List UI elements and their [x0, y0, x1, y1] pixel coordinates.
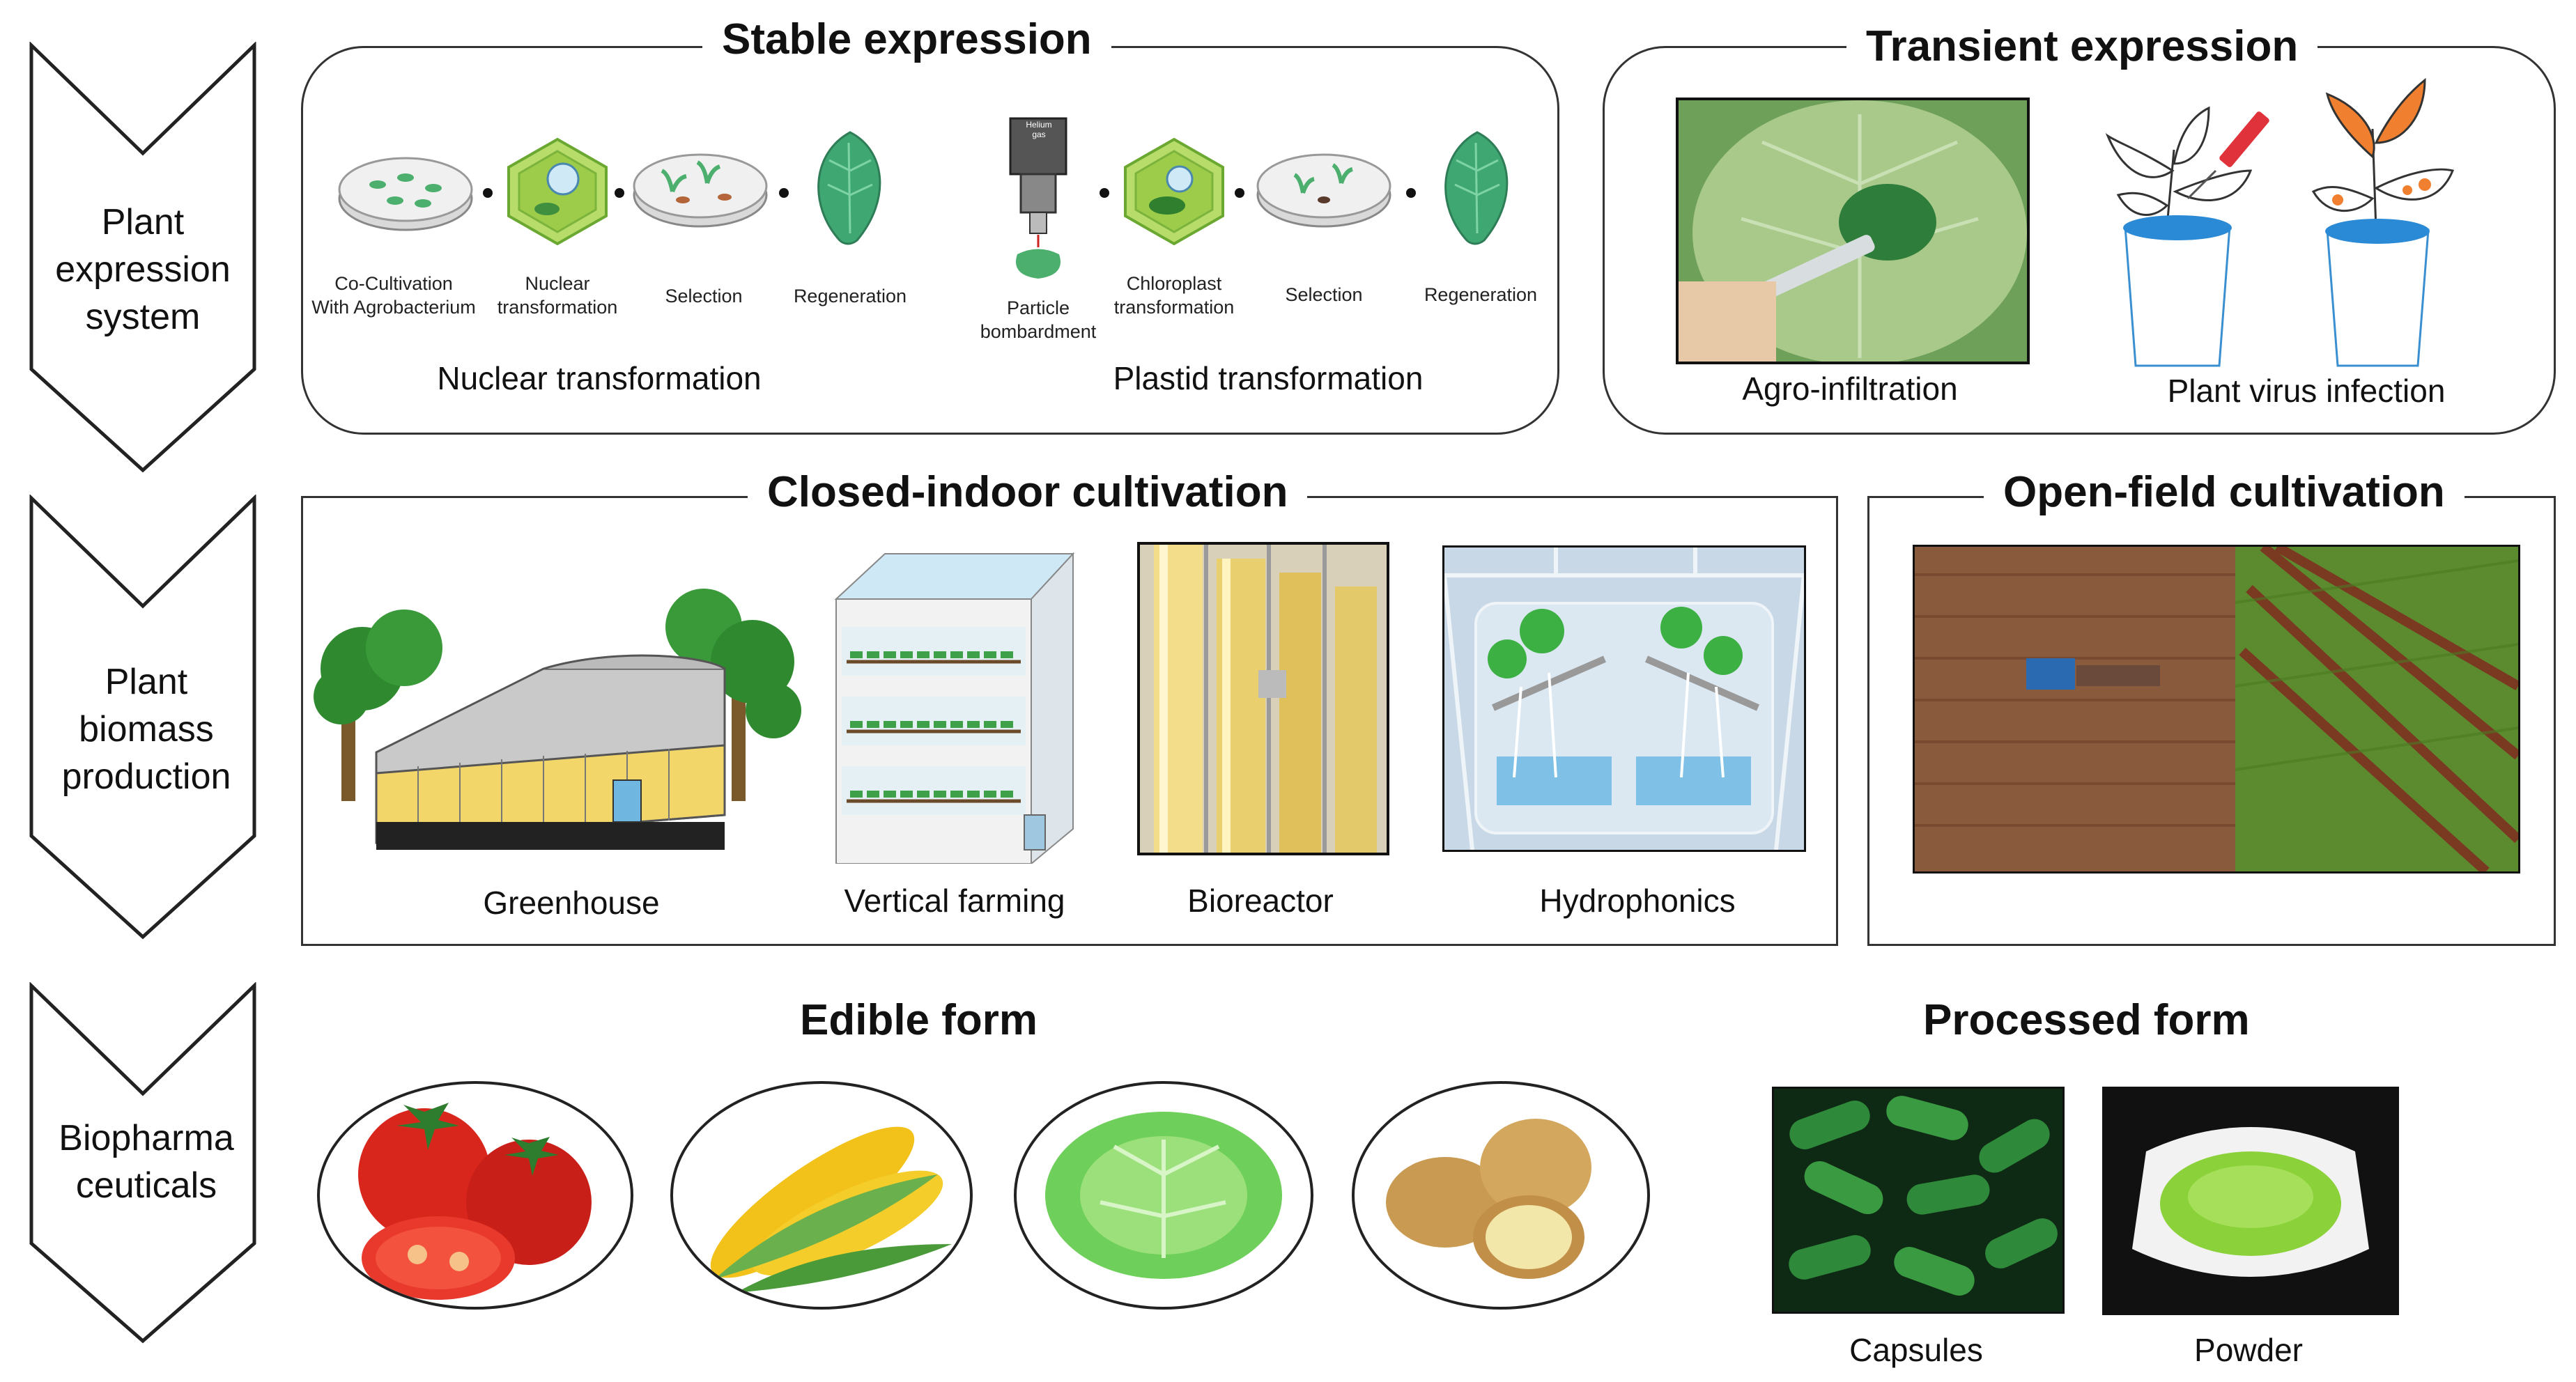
corn-image — [670, 1081, 973, 1310]
regeneration-leaf-icon — [1435, 129, 1519, 247]
agro-infiltration-label: Agro-infiltration — [1742, 371, 1958, 407]
step-dot — [1235, 188, 1244, 198]
powder-photo — [2102, 1087, 2399, 1315]
step-dot — [1100, 188, 1109, 198]
step-dot — [779, 188, 789, 198]
gene-gun-label: Helium gas — [1026, 120, 1052, 139]
petri-dish-icon — [336, 146, 475, 237]
step-dot — [615, 188, 624, 198]
plant-cell-icon — [502, 136, 613, 247]
greenhouse-label: Greenhouse — [483, 885, 660, 921]
step-caption: Regeneration — [793, 286, 907, 306]
tomato-image — [317, 1081, 633, 1310]
stage-arrow-biomass — [28, 495, 265, 940]
capsules-label: Capsules — [1849, 1332, 1983, 1368]
capsules-photo — [1772, 1087, 2065, 1314]
greenhouse-illustration — [314, 571, 801, 850]
regeneration-leaf-icon — [808, 129, 892, 247]
hydroponics-illustration — [1442, 545, 1806, 852]
selection-dish-icon — [631, 143, 770, 233]
powder-label: Powder — [2194, 1332, 2303, 1368]
hydrophonics-label: Hydrophonics — [1539, 883, 1736, 919]
open-field-title: Open-field cultivation — [1984, 468, 2465, 517]
edible-form-title: Edible form — [800, 996, 1038, 1044]
transient-expression-title: Transient expression — [1846, 22, 2318, 71]
nuclear-transformation-label: Nuclear transformation — [437, 360, 762, 396]
virus-infection-illustration — [2097, 66, 2488, 373]
processed-form-title: Processed form — [1923, 996, 2250, 1044]
step-dot — [1406, 188, 1416, 198]
step-caption: Selection — [665, 286, 743, 306]
potato-image — [1352, 1081, 1650, 1310]
bioreactor-label: Bioreactor — [1187, 883, 1334, 919]
stable-expression-title: Stable expression — [702, 15, 1111, 64]
vertical-farm-illustration — [829, 550, 1080, 864]
step-caption: Selection — [1285, 284, 1363, 305]
step-caption: Regeneration — [1424, 284, 1538, 305]
stage-arrow-biopharma — [28, 982, 265, 1344]
agro-infiltration-photo — [1676, 98, 2030, 364]
chloroplast-cell-icon — [1118, 136, 1230, 247]
plant-virus-infection-label: Plant virus infection — [2167, 373, 2446, 409]
selection-dish-icon — [1254, 143, 1394, 233]
bioreactor-photo — [1137, 542, 1389, 855]
open-field-photo — [1913, 545, 2520, 874]
vertical-farming-label: Vertical farming — [844, 883, 1065, 919]
plastid-transformation-label: Plastid transformation — [1113, 360, 1424, 396]
lettuce-image — [1014, 1081, 1313, 1310]
stage-arrow-expression — [28, 42, 265, 474]
gene-gun-icon — [996, 115, 1080, 282]
step-dot — [483, 188, 493, 198]
closed-indoor-title: Closed-indoor cultivation — [748, 468, 1308, 517]
